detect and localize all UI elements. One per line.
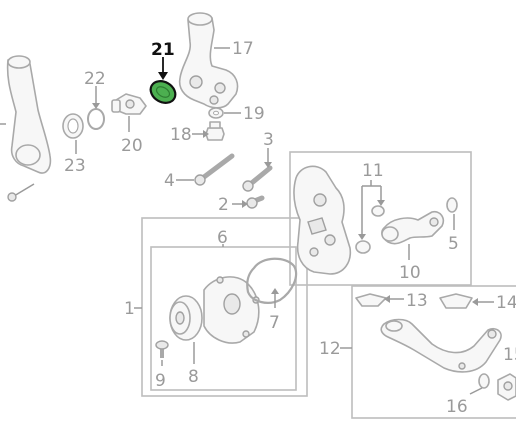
callout-11[interactable]: 11 [362,161,384,181]
part-12-pipe-assembly[interactable] [380,318,502,373]
callout-7[interactable]: 7 [269,313,280,333]
callout-12[interactable]: 12 [319,339,341,359]
part-2-bolt[interactable] [246,195,265,209]
callout-14[interactable]: 14 [496,293,516,313]
gasket-highlight [149,80,177,104]
part-10-pipe[interactable] [381,210,445,245]
left-pipe[interactable] [0,55,52,174]
callout-15[interactable]: 15 [503,345,516,365]
part-13-gasket[interactable] [355,293,387,307]
callout-1[interactable]: 1 [124,299,135,319]
part-16-washer[interactable] [478,373,490,389]
callout-18[interactable]: 18 [170,125,192,145]
part-7-gasket[interactable] [246,257,298,304]
callout-6[interactable]: 6 [217,228,228,248]
part-22-o-ring[interactable] [87,108,105,130]
part-8-water-pump[interactable] [169,276,260,344]
part-14-gasket[interactable] [439,293,473,309]
part-15-fitting[interactable] [497,373,516,401]
part-3-bolt[interactable] [242,165,273,192]
callout-22[interactable]: 22 [84,69,106,89]
part-21-gasket[interactable] [147,77,180,107]
part-5-seal[interactable] [446,197,458,213]
callout-10[interactable]: 10 [399,263,421,283]
part-4-bolt[interactable] [194,153,235,186]
callout-8[interactable]: 8 [188,367,199,387]
callout-9[interactable]: 9 [155,371,166,391]
part-23-seal[interactable] [62,113,84,139]
callout-2[interactable]: 2 [218,195,229,215]
callout-3[interactable]: 3 [263,130,274,150]
callout-4[interactable]: 4 [164,171,175,191]
callout-20[interactable]: 20 [121,136,143,156]
callout-23[interactable]: 23 [64,156,86,176]
callout-5[interactable]: 5 [448,234,459,254]
part-18-plug[interactable] [205,121,225,141]
callout-16[interactable]: 16 [446,397,468,417]
part-17-water-outlet[interactable] [178,12,239,109]
left-bolt[interactable] [7,183,35,202]
engine-front-cover[interactable] [293,165,352,275]
callout-17[interactable]: 17 [232,39,254,59]
part-9-bolt[interactable] [155,340,169,358]
part-20-fitting[interactable] [111,93,147,115]
part-11-washer-a[interactable] [371,205,385,217]
callout-19[interactable]: 19 [243,104,265,124]
part-11-washer-b[interactable] [355,240,371,254]
part-19-washer[interactable] [208,107,224,119]
callout-13[interactable]: 13 [406,291,428,311]
group-box-engine-cover [289,151,472,286]
callout-21[interactable]: 21 [151,40,175,60]
